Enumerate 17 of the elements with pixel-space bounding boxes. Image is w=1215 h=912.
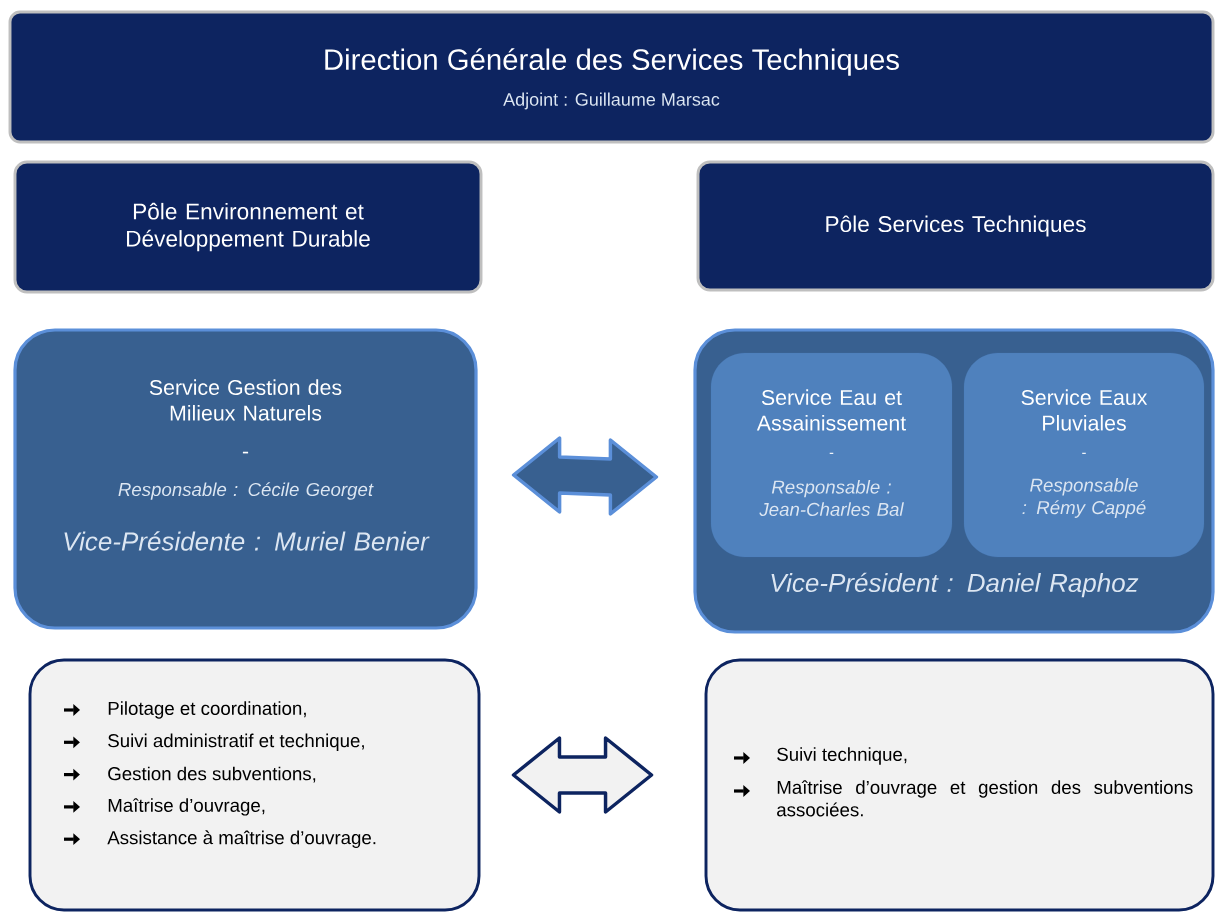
list-item: Maîtrise d’ouvrage,: [108, 798, 265, 816]
service-box: Service Eaux Pluviales - Responsable : Rémy Cappé: [963, 352, 1205, 558]
list-item: Pilotage et coordination,: [108, 701, 306, 719]
service-box: Service Eau et Assainissement - Responsable : Jean-Charles Bal: [710, 352, 953, 558]
title-banner: Direction Générale des Services Techniques Adjoint : Guillaume Marsac: [8, 10, 1215, 144]
pole-box: Pôle Environnement et Développement Durable: [13, 160, 483, 294]
pole-box: Pôle Services Techniques: [696, 160, 1215, 292]
list-item: Gestion des subventions,: [108, 766, 316, 783]
list-item: Maîtrise d’ouvrage et gestion des subventions associées.: [777, 780, 1193, 817]
double-arrow: [511, 736, 654, 814]
task-box: [28, 658, 481, 912]
double-arrow: [511, 436, 659, 516]
service-box: Service Gestion des Milieux Naturels - Responsable : Cécile Georget Vice-Présidente : Muriel Benier: [13, 328, 478, 630]
list-item: Assistance à maîtrise d’ouvrage.: [107, 830, 376, 848]
list-item: Suivi administratif et technique,: [108, 733, 364, 751]
list-item: Suivi technique,: [777, 747, 907, 765]
task-box: [704, 658, 1215, 912]
